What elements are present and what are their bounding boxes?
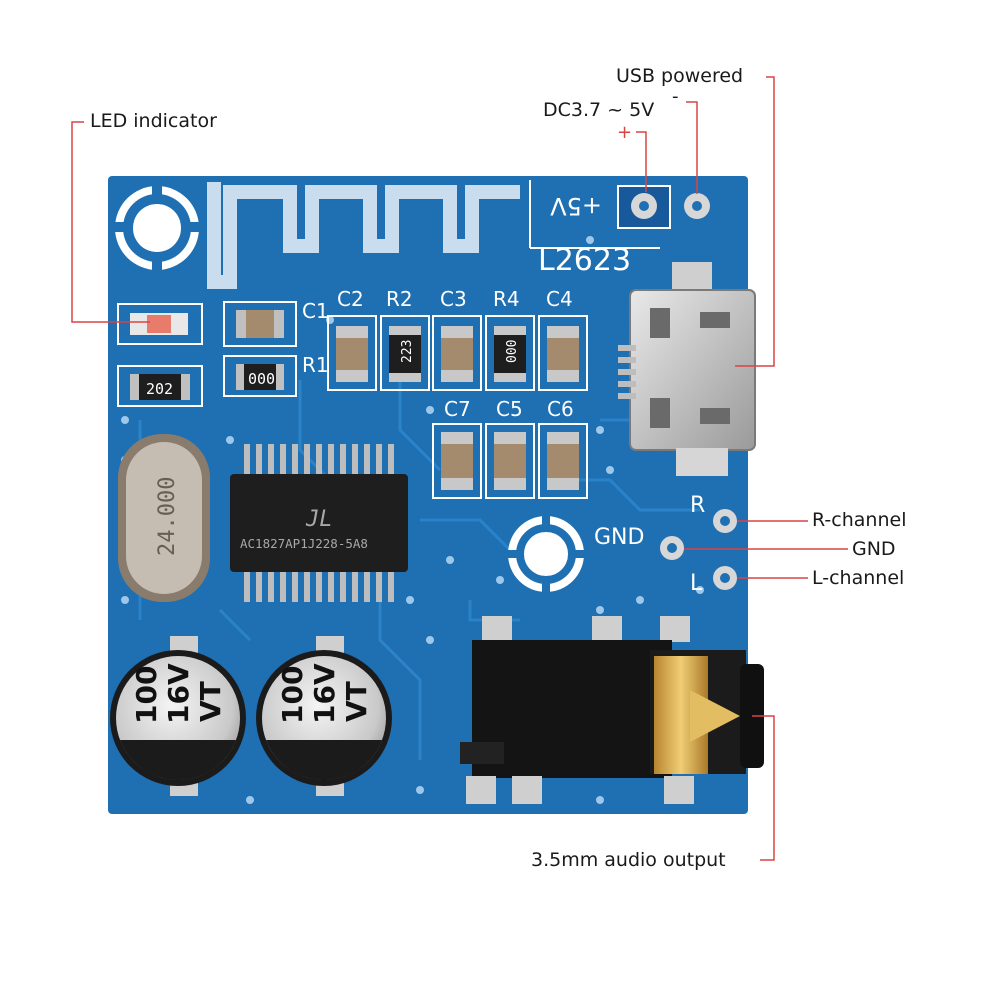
antenna-trace	[207, 182, 520, 289]
bluetooth-chip: JL AC1827AP1J228-5A8	[230, 444, 408, 602]
cap-left-series: VT	[194, 681, 227, 722]
l-channel-label: L-channel	[812, 567, 905, 589]
label-r4: R4	[493, 287, 520, 311]
audio-output-label: 3.5mm audio output	[531, 849, 726, 871]
pad-r-label: R	[690, 493, 705, 518]
pad-gnd-label: GND	[594, 525, 644, 550]
cap-left-voltage: 16V	[162, 663, 195, 724]
label-r2: R2	[386, 287, 413, 311]
label-c7: C7	[444, 397, 471, 421]
electrolytic-cap-left: 100 16V VT	[110, 636, 246, 796]
resistor-code-r2: 223	[400, 340, 415, 363]
positive-sign: +	[617, 122, 633, 143]
cap-left-value: 100	[130, 666, 163, 724]
electrolytic-cap-right: 100 16V VT	[256, 636, 392, 796]
label-c3: C3	[440, 287, 467, 311]
led-indicator-label: LED indicator	[90, 110, 217, 132]
component-labels: C1 C2 R2 C3 R4 C4 R1 C7 C5 C6	[302, 287, 574, 421]
power-pads	[617, 185, 710, 229]
pad-l-label: L	[690, 571, 703, 596]
label-r1: R1	[302, 353, 329, 377]
label-c4: C4	[546, 287, 573, 311]
usb-powered-label: USB powered	[616, 65, 744, 87]
cap-right-voltage: 16V	[308, 663, 341, 724]
cap-right-value: 100	[276, 666, 309, 724]
board-model: L2623	[538, 243, 631, 278]
audio-pads	[660, 509, 737, 590]
resistor-code-202: 202	[146, 380, 173, 398]
dc-voltage-label: DC3.7 ~ 5V	[543, 99, 655, 121]
negative-sign: -	[672, 86, 679, 107]
chip-logo: JL	[305, 507, 333, 532]
crystal-oscillator: 24.000	[118, 434, 210, 602]
resistor-code-r4: 000	[505, 340, 520, 363]
mount-hole-bottom	[506, 514, 586, 594]
smd-components: 000 202 223 000	[117, 301, 588, 499]
label-c2: C2	[337, 287, 364, 311]
label-c1: C1	[302, 299, 329, 323]
resistor-code-r1: 000	[248, 370, 275, 388]
power-pad-label: +5V	[550, 192, 602, 220]
label-c6: C6	[547, 397, 574, 421]
gnd-label: GND	[852, 538, 896, 560]
crystal-frequency: 24.000	[155, 477, 180, 556]
chip-marking: AC1827AP1J228-5A8	[240, 536, 368, 551]
micro-usb-connector	[618, 262, 756, 476]
r-channel-label: R-channel	[812, 509, 907, 531]
cap-right-series: VT	[340, 681, 373, 722]
label-c5: C5	[496, 397, 523, 421]
mount-hole-top	[115, 186, 199, 270]
callout-leaders	[71, 76, 848, 861]
